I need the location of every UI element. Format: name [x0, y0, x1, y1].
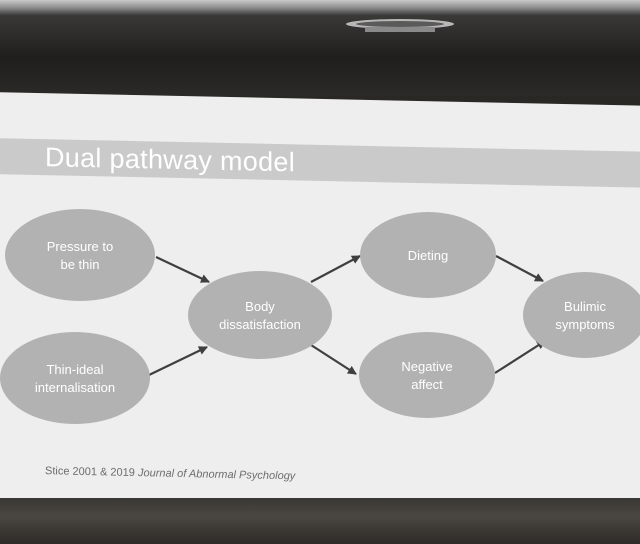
node-label: Bulimic	[564, 299, 606, 314]
arrow-thin_ideal-to-body	[148, 346, 208, 376]
node-pressure: Pressure to be thin	[5, 209, 155, 301]
node-ellipse	[360, 212, 496, 298]
arrow-negative-to-bulimic	[494, 340, 546, 374]
node-label: Negative	[401, 359, 452, 374]
node-label: Pressure to	[47, 239, 113, 254]
node-body: Body dissatisfaction	[188, 271, 332, 359]
ceiling-projector	[346, 19, 454, 32]
node-bulimic: Bulimic symptoms	[523, 272, 640, 358]
node-ellipse	[5, 209, 155, 301]
node-ellipse	[188, 271, 332, 359]
node-label: Thin-ideal	[46, 362, 103, 377]
node-label: affect	[411, 377, 443, 392]
node-label: be thin	[60, 257, 99, 272]
node-label: Body	[245, 299, 275, 314]
arrow-dieting-to-bulimic	[495, 255, 544, 282]
arrow-body-to-negative	[310, 344, 357, 375]
node-label: internalisation	[35, 380, 115, 395]
floor-background	[0, 498, 640, 544]
node-dieting: Dieting	[360, 212, 496, 298]
node-ellipse	[359, 332, 495, 418]
node-negative: Negative affect	[359, 332, 495, 418]
arrow-body-to-dieting	[310, 255, 361, 283]
node-ellipse	[0, 332, 150, 424]
node-label: dissatisfaction	[219, 317, 301, 332]
node-label: Dieting	[408, 248, 448, 263]
ceiling-background	[0, 0, 640, 96]
node-ellipse	[523, 272, 640, 358]
node-label: symptoms	[555, 317, 615, 332]
arrow-pressure-to-body	[155, 256, 210, 283]
node-thin-ideal: Thin-ideal internalisation	[0, 332, 150, 424]
